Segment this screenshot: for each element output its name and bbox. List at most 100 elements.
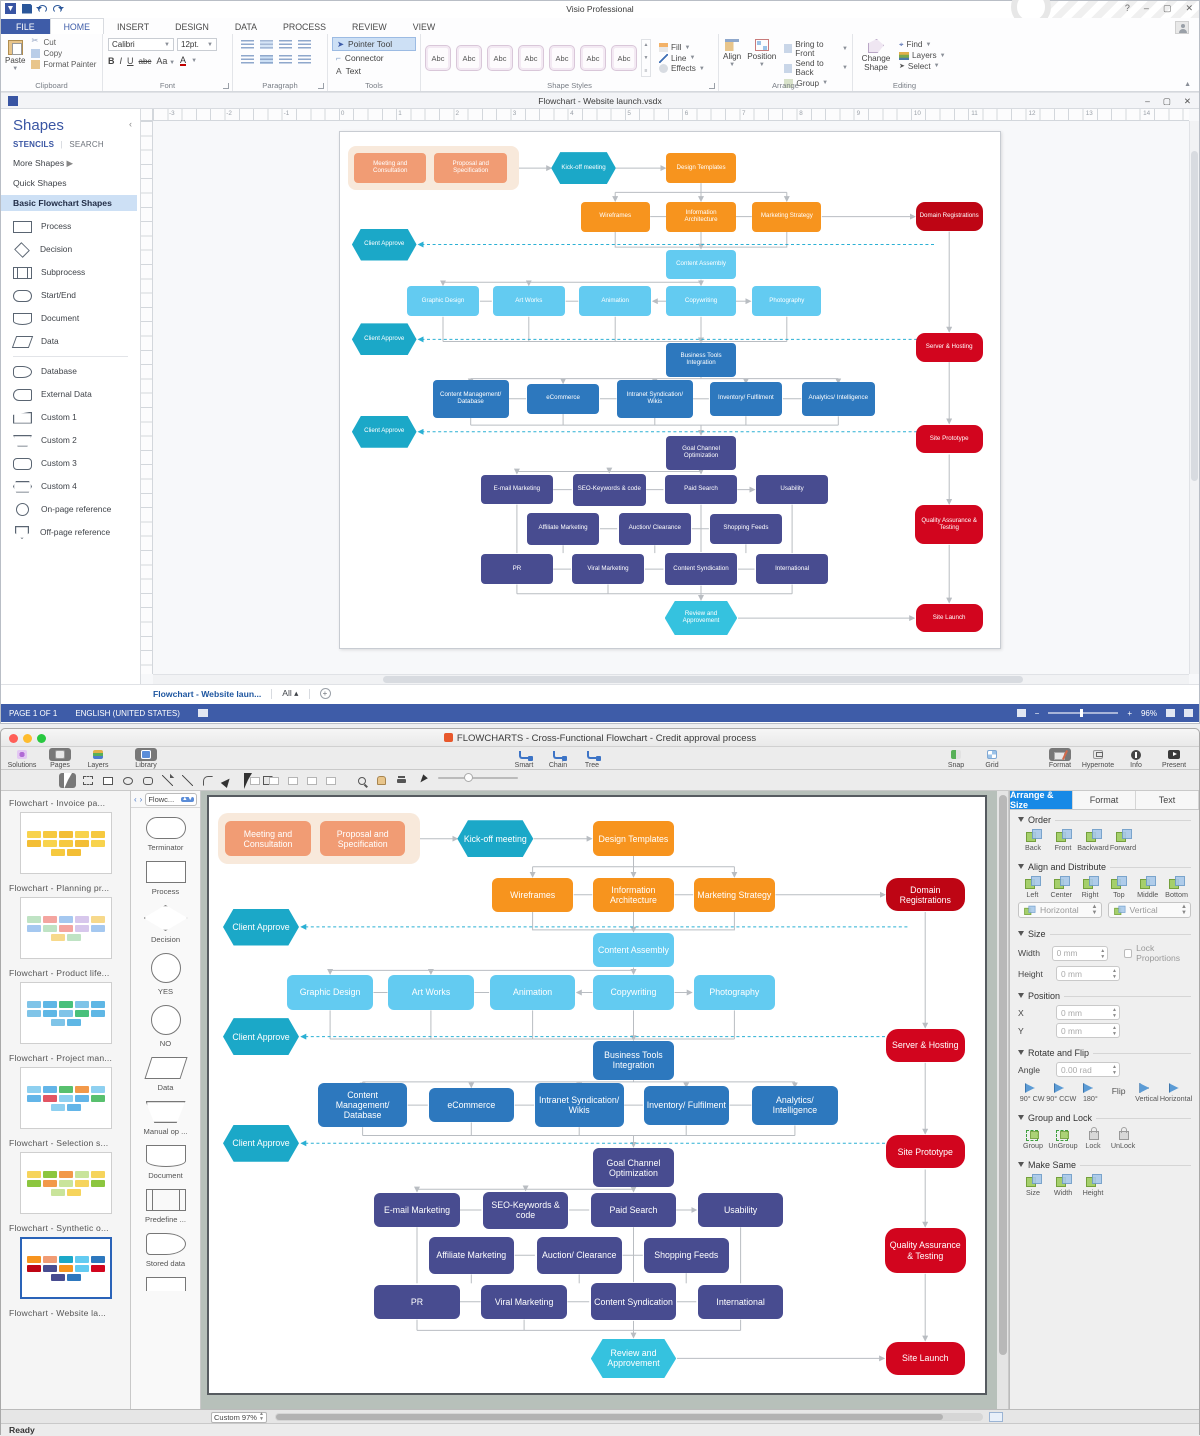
presentation-mode-icon[interactable] [1016,709,1026,717]
restore-button[interactable]: ▢ [1162,3,1172,13]
flowchart-node-bti[interactable]: Business Tools Integration [666,343,736,378]
stencil-item-data[interactable]: Data [11,330,140,353]
format-painter-button[interactable]: Format Painter [31,60,96,69]
ribbon-tab-home[interactable]: HOME [49,18,104,34]
flowchart-node-infoarch[interactable]: Information Architecture [666,201,736,232]
flowchart-node-usability[interactable]: Usability [755,474,829,505]
line-tool[interactable] [179,773,196,788]
copy-button[interactable]: Copy [31,49,96,58]
align-bottom-icon[interactable] [279,40,292,49]
select-button[interactable]: ➤Select▼ [899,61,940,71]
flowchart-node-ecommerce[interactable]: eCommerce [428,1087,514,1123]
flowchart-node-meeting[interactable]: Meeting and Consultation [353,153,427,184]
cursor-tool[interactable] [59,772,76,789]
underline-button[interactable]: U [127,56,134,66]
flowchart-node-intranet[interactable]: Intranet Syndication/ Wikis [616,379,693,418]
quick-shapes-link[interactable]: Quick Shapes [13,178,67,188]
font-color-button[interactable]: A [180,55,187,66]
align-bottom-button[interactable]: Bottom [1162,876,1191,899]
collapse-icon[interactable] [1018,1050,1024,1058]
fill-button[interactable]: Fill▼ [659,43,705,52]
ellipse-tool[interactable] [119,773,136,788]
stencil-item-start-end[interactable]: Start/End [13,284,140,307]
toolbar-button-smart[interactable]: Smart [507,748,541,769]
font-size-select[interactable]: 12pt.▼ [177,38,217,51]
close-traffic-light[interactable] [9,734,18,743]
flowchart-node-intranet[interactable]: Intranet Syndication/ Wikis [534,1083,624,1128]
group-ungroup-button[interactable]: UnGroup [1048,1127,1078,1150]
doc-restore-button[interactable]: ▢ [1162,96,1171,106]
rectangle-tool[interactable] [99,773,116,788]
flowchart-node-goal[interactable]: Goal Channel Optimization [666,435,736,470]
flowchart-node-assembly[interactable]: Content Assembly [666,249,736,280]
ribbon-tab-process[interactable]: PROCESS [282,22,327,32]
order-front-button[interactable]: Front [1048,829,1078,852]
effects-button[interactable]: Effects▼ [659,64,705,73]
flowchart-node-pr[interactable]: PR [480,554,554,584]
horizontal-scrollbar[interactable] [275,1413,983,1421]
send-to-back-button[interactable]: Send to Back▼ [784,59,848,77]
active-stencil[interactable]: Basic Flowchart Shapes [1,195,137,211]
zoom-slider[interactable] [438,773,518,782]
flowchart-node-meeting[interactable]: Meeting and Consultation [225,821,311,856]
rotate-tool[interactable] [246,773,263,788]
flowchart-node-kickoff[interactable]: Kick-off meeting [551,152,616,185]
stencil-item-decision[interactable]: Decision [13,238,140,261]
flowchart-node-pr[interactable]: PR [374,1284,460,1320]
minimize-button[interactable]: – [1143,3,1149,13]
font-family-select[interactable]: Calibri▼ [108,38,174,51]
flowchart-node-usability[interactable]: Usability [697,1192,784,1228]
flowchart-node-copywriting[interactable]: Copywriting [592,975,675,1010]
make-width-button[interactable]: Width [1048,1174,1078,1197]
zoom-select[interactable]: Custom 97%▲▼ [211,1411,267,1423]
insert-page-button[interactable]: + [319,688,331,699]
toolbar-button-grid[interactable]: Grid [975,748,1009,769]
ribbon-tab-insert[interactable]: INSERT [116,22,150,32]
toolbar-button-layers[interactable]: Layers [81,748,115,769]
stencil-item-custom-1[interactable]: Custom 1 [13,406,140,429]
ribbon-tab-review[interactable]: REVIEW [352,22,387,32]
flowchart-node-launch[interactable]: Site Launch [885,1341,965,1376]
document-thumbnail-selected[interactable] [19,1237,112,1299]
document-thumbnail[interactable] [19,1152,112,1214]
angle-input[interactable]: 0.00 rad▲▼ [1056,1062,1120,1077]
eyedropper-tool[interactable] [413,773,430,788]
zoom-tool[interactable] [353,773,370,788]
mac-drawing-page[interactable]: Meeting and Consultation Proposal and Spe… [207,795,987,1395]
macro-icon[interactable] [197,709,208,717]
align-right-button[interactable]: Right [1076,876,1105,899]
align-right-icon[interactable] [279,55,292,64]
rotate-180--button[interactable]: 180° [1076,1080,1104,1103]
smart-cursor-tool[interactable] [239,772,256,789]
zoom-slider-thumb[interactable] [1080,709,1084,717]
flowchart-node-proposal[interactable]: Proposal and Specification [320,821,406,856]
flowchart-node-artworks[interactable]: Art Works [492,286,566,317]
flowchart-node-infoarch[interactable]: Information Architecture [592,877,675,913]
flowchart-node-syndication[interactable]: Content Syndication [590,1283,677,1321]
flowchart-node-affiliate[interactable]: Affiliate Marketing [428,1236,514,1274]
flowchart-node-artworks[interactable]: Art Works [388,975,474,1010]
flip-horizontal-button[interactable]: Horizontal [1160,1080,1192,1103]
flowchart-node-marketing[interactable]: Marketing Strategy [693,877,776,913]
connector-tool-button[interactable]: ⌐Connector [336,53,384,63]
italic-button[interactable]: I [119,56,123,66]
toolbar-button-info[interactable]: Info [1119,748,1153,769]
flowchart-node-auction[interactable]: Auction/ Clearance [618,512,692,545]
line-button[interactable]: Line▼ [659,53,705,63]
flowchart-node-syndication[interactable]: Content Syndication [664,553,738,586]
group-group-button[interactable]: Group [1018,1127,1048,1150]
rotate-90-ccw-button[interactable]: 90° CCW [1046,1080,1076,1103]
prev-library-button[interactable]: ‹ [134,794,137,804]
flowchart-node-approve2[interactable]: Client Approve [223,1018,299,1056]
flowchart-node-inventory[interactable]: Inventory/ Fulfilment [709,381,783,416]
gallery-scrollbar[interactable]: ▲▼≡ [641,39,651,77]
toolbar-button-snap[interactable]: Snap [939,748,973,769]
document-thumbnail[interactable] [19,812,112,874]
paste-button[interactable]: Paste ▼ [5,36,25,72]
undo-icon[interactable] [36,4,47,13]
flowchart-node-auction[interactable]: Auction/ Clearance [536,1236,622,1274]
toolbar-button-library[interactable]: Library [129,748,163,769]
flowchart-node-paid[interactable]: Paid Search [664,474,738,505]
pen-tool[interactable] [219,772,236,789]
next-library-button[interactable]: › [139,794,143,804]
